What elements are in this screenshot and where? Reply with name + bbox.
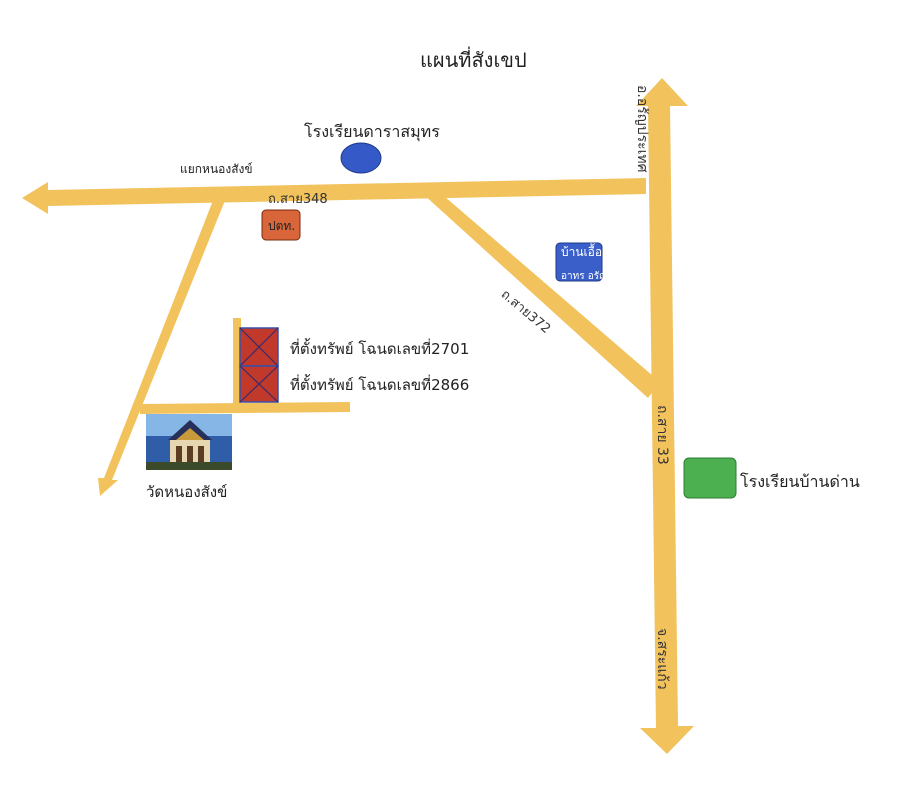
label-road-33: ถ.สาย 33 bbox=[654, 405, 670, 465]
school-right-marker bbox=[683, 457, 737, 499]
label-junction: แยกหนองสังข์ bbox=[180, 162, 253, 176]
temple-photo-icon bbox=[146, 414, 232, 470]
label-banjuea-line1: บ้านเอื้อ bbox=[561, 245, 603, 259]
road-southwest bbox=[98, 198, 226, 496]
lane-horizontal bbox=[140, 402, 350, 414]
label-road-348: ถ.สาย348 bbox=[268, 192, 328, 207]
road-372 bbox=[412, 184, 660, 398]
label-ptt: ปตท. bbox=[268, 219, 296, 233]
map-title: แผนที่สังเขป bbox=[420, 48, 527, 72]
label-school-bandan: โรงเรียนบ้านด่าน bbox=[740, 472, 860, 491]
road-33 bbox=[636, 78, 694, 754]
lane-vertical bbox=[233, 318, 241, 408]
banjuea-marker bbox=[555, 242, 603, 282]
lot-2701-marker bbox=[239, 327, 279, 367]
label-road-to-aranyaprathet: อ.อรัญประเทศ bbox=[634, 85, 650, 173]
road-348 bbox=[22, 178, 646, 214]
label-road-to-sakaeo: จ.สระแก้ว bbox=[654, 628, 670, 690]
label-lot-2866: ที่ตั้งทรัพย์ โฉนดเลขที่2866 bbox=[290, 376, 470, 394]
label-temple: วัดหนองสังข์ bbox=[146, 483, 228, 501]
school-top-marker bbox=[340, 142, 382, 174]
ptt-marker bbox=[261, 209, 301, 241]
label-lot-2701: ที่ตั้งทรัพย์ โฉนดเลขที่2701 bbox=[290, 340, 470, 358]
label-banjuea-line2: อาทร อรัญฯ bbox=[561, 271, 614, 282]
lot-2866-marker bbox=[239, 365, 279, 403]
label-school-darasamut: โรงเรียนดาราสมุทร bbox=[304, 122, 440, 141]
